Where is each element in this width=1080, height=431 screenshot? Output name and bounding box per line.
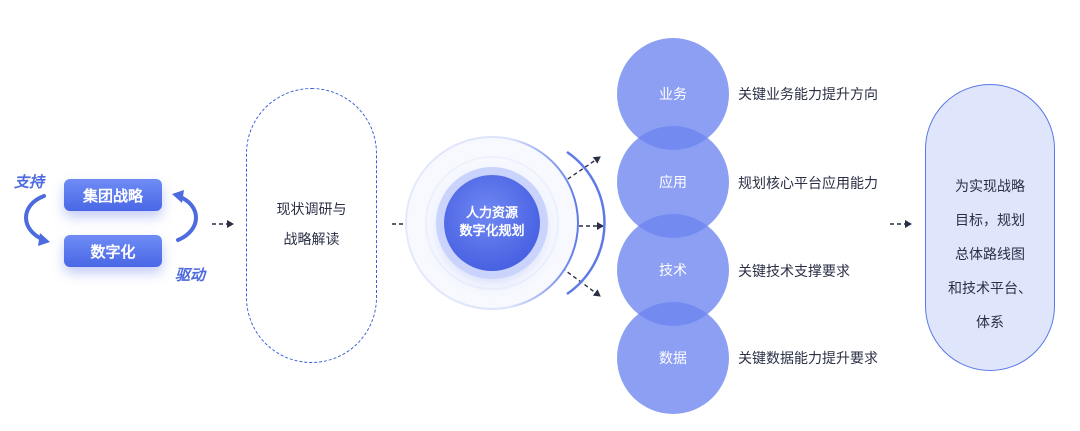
stack-desc-business: 关键业务能力提升方向 [738,87,878,103]
analysis-pill [246,88,377,363]
center-line-2: 数字化规划 [459,224,525,239]
stack-desc-technology: 关键技术支撑要求 [738,264,850,280]
analysis-text: 现状调研与 战略解读 [246,195,377,255]
arrow-center-to-top [561,156,601,184]
result-line-2: 目标，规划 [955,213,1025,229]
center-inner-ring [425,156,559,290]
result-line-3: 总体路线图 [955,247,1025,263]
stack-circle-data: 数据 [617,302,729,414]
center-ring-accent [566,150,606,296]
drive-arrow-head [172,190,184,203]
result-line-4: 和技术平台、 [948,281,1032,297]
analysis-line-1: 现状调研与 [276,202,347,218]
analysis-line-2: 战略解读 [283,232,340,248]
result-text: 为实现战略 目标，规划 总体路线图 和技术平台、 体系 [925,170,1055,340]
group-strategy-box: 集团战略 [64,179,162,211]
support-curve-arrow [24,194,46,242]
center-line-1: 人力资源 [465,206,518,221]
stack-desc-application: 规划核心平台应用能力 [738,176,878,192]
drive-curve-arrow [176,194,198,242]
result-pill [925,84,1055,371]
center-core: 人力资源 数字化规划 [444,175,540,271]
result-line-1: 为实现战略 [955,179,1025,195]
drive-label: 驱动 [175,266,206,284]
support-label: 支持 [14,173,45,191]
stack-desc-data: 关键数据能力提升要求 [738,351,878,367]
result-line-5: 体系 [976,315,1004,331]
digitalization-box: 数字化 [64,235,162,267]
support-arrow-head [38,233,50,246]
